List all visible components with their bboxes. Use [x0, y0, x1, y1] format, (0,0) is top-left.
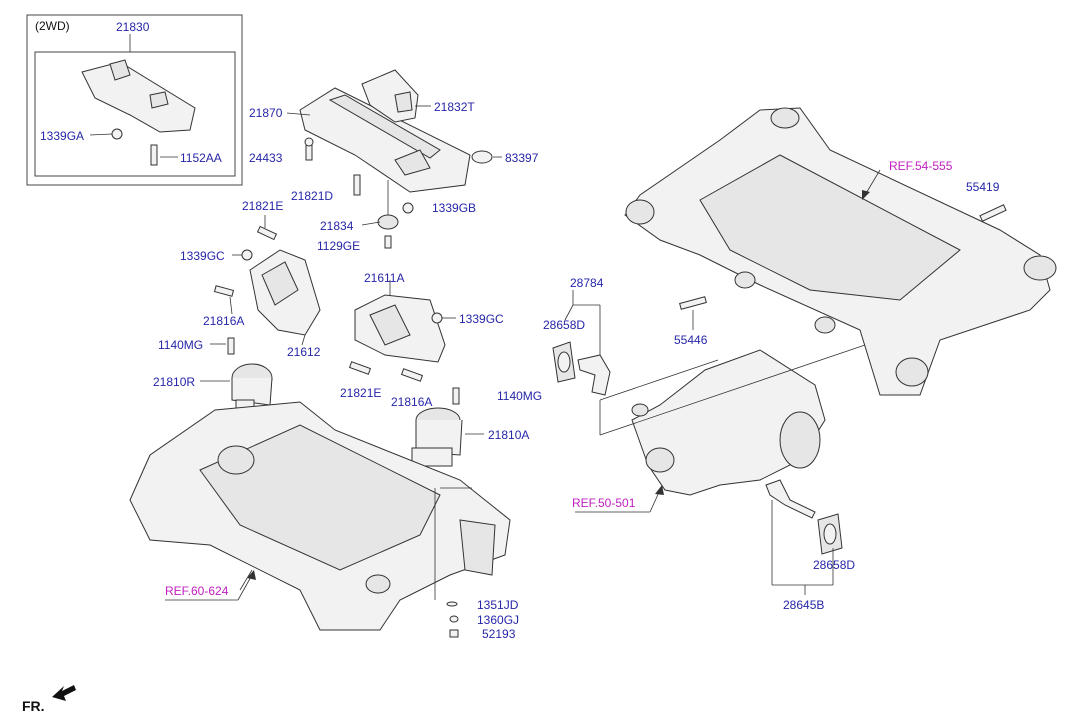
bolt-21816a-b-part[interactable]	[400, 368, 424, 382]
nut-1339ga-part[interactable]	[111, 128, 123, 140]
ref-label-54-555[interactable]: REF.54-555	[889, 159, 953, 173]
bracket-28645b-part[interactable]	[765, 479, 816, 519]
ref-label-50-501[interactable]: REF.50-501	[572, 496, 636, 510]
nut-52193-part[interactable]	[449, 629, 459, 638]
part-label-1339ga[interactable]: 1339GA	[40, 129, 85, 143]
bracket-21832t-part[interactable]	[361, 69, 419, 123]
part-label-1339gb[interactable]: 1339GB	[432, 201, 477, 215]
bolt-21821d-part[interactable]	[353, 174, 361, 196]
washer-1351jd-part[interactable]	[446, 601, 458, 607]
part-label-21612[interactable]: 21612	[287, 345, 321, 359]
nut-1339gc-b-part[interactable]	[431, 312, 443, 324]
bolt-1140mg-b-part[interactable]	[452, 387, 460, 405]
part-label-55419[interactable]: 55419	[966, 180, 1000, 194]
2wd-outer-frame	[26, 14, 243, 186]
nut-1339gb-part[interactable]	[402, 202, 414, 214]
bushing-28658d-a-part[interactable]	[552, 341, 576, 383]
bracket-21611a-part[interactable]	[354, 294, 446, 363]
mount-21810a-part[interactable]	[411, 407, 463, 467]
crossmember-21870-part[interactable]	[299, 87, 471, 193]
2wd-inner-frame	[34, 51, 236, 177]
bracket-28784-part[interactable]	[577, 354, 611, 396]
part-label-21821d[interactable]: 21821D	[291, 189, 334, 203]
bolt-21821e-b-part[interactable]	[348, 361, 372, 375]
part-label-52193[interactable]: 52193	[482, 627, 516, 641]
mount-21834-part[interactable]	[377, 180, 399, 230]
crossmember-2wd-part[interactable]	[81, 59, 196, 133]
part-label-1140mg-b[interactable]: 1140MG	[497, 389, 543, 403]
bolt-1152aa-part[interactable]	[150, 144, 158, 166]
part-label-21870[interactable]: 21870	[249, 106, 283, 120]
part-label-21611a[interactable]: 21611A	[364, 271, 405, 285]
part-label-28784[interactable]: 28784	[570, 276, 604, 290]
part-label-83397[interactable]: 83397	[505, 151, 539, 165]
part-label-21834[interactable]: 21834	[320, 219, 354, 233]
ref-label-60-624[interactable]: REF.60-624	[165, 584, 229, 598]
part-label-21816a-a[interactable]: 21816A	[203, 314, 245, 328]
part-label-21821e-a[interactable]: 21821E	[242, 199, 284, 213]
washer-1360gj-part[interactable]	[449, 615, 459, 623]
part-label-21821e-b[interactable]: 21821E	[340, 386, 382, 400]
bolt-55446-part[interactable]	[679, 296, 707, 310]
bushing-28658d-b-part[interactable]	[817, 513, 843, 555]
bolt-1129ge-part[interactable]	[384, 235, 392, 249]
part-label-21816a-b[interactable]: 21816A	[391, 395, 433, 409]
differential-part[interactable]	[631, 349, 826, 496]
part-label-21810a[interactable]: 21810A	[488, 428, 530, 442]
part-label-28658d-b[interactable]: 28658D	[813, 558, 856, 572]
mount-21810r-part[interactable]	[231, 363, 273, 415]
nut-1339gc-a-part[interactable]	[241, 249, 253, 261]
front-direction-label: FR.	[22, 698, 45, 714]
part-label-21832t[interactable]: 21832T	[434, 100, 475, 114]
part-label-1140mg-a[interactable]: 1140MG	[158, 338, 204, 352]
part-label-24433[interactable]: 24433	[249, 151, 283, 165]
part-label-28658d-a[interactable]: 28658D	[543, 318, 586, 332]
part-label-1129ge[interactable]: 1129GE	[317, 239, 361, 253]
part-label-1152aa[interactable]: 1152AA	[180, 151, 222, 165]
rear-subframe-part[interactable]	[624, 107, 1057, 396]
part-label-1360gj[interactable]: 1360GJ	[477, 613, 520, 627]
bracket-21612-part[interactable]	[249, 249, 321, 336]
part-label-1351jd[interactable]: 1351JD	[477, 598, 519, 612]
bolt-24433-part[interactable]	[304, 137, 314, 161]
part-label-1339gc-b[interactable]: 1339GC	[459, 312, 504, 326]
front-direction-arrow-icon	[52, 685, 76, 701]
bolt-55419-part[interactable]	[979, 204, 1007, 222]
bolt-21821e-a-part[interactable]	[256, 225, 278, 241]
bolt-1140mg-a-part[interactable]	[227, 337, 235, 355]
box-caption: (2WD)	[35, 19, 70, 33]
bolt-21816a-a-part[interactable]	[213, 285, 235, 297]
ring-83397-part[interactable]	[471, 150, 493, 164]
part-label-21810r[interactable]: 21810R	[153, 375, 196, 389]
part-label-55446[interactable]: 55446	[674, 333, 708, 347]
front-subframe-part[interactable]	[129, 401, 511, 631]
part-label-1339gc-a[interactable]: 1339GC	[180, 249, 225, 263]
part-label-21830[interactable]: 21830	[116, 20, 150, 34]
part-label-28645b[interactable]: 28645B	[783, 598, 825, 612]
